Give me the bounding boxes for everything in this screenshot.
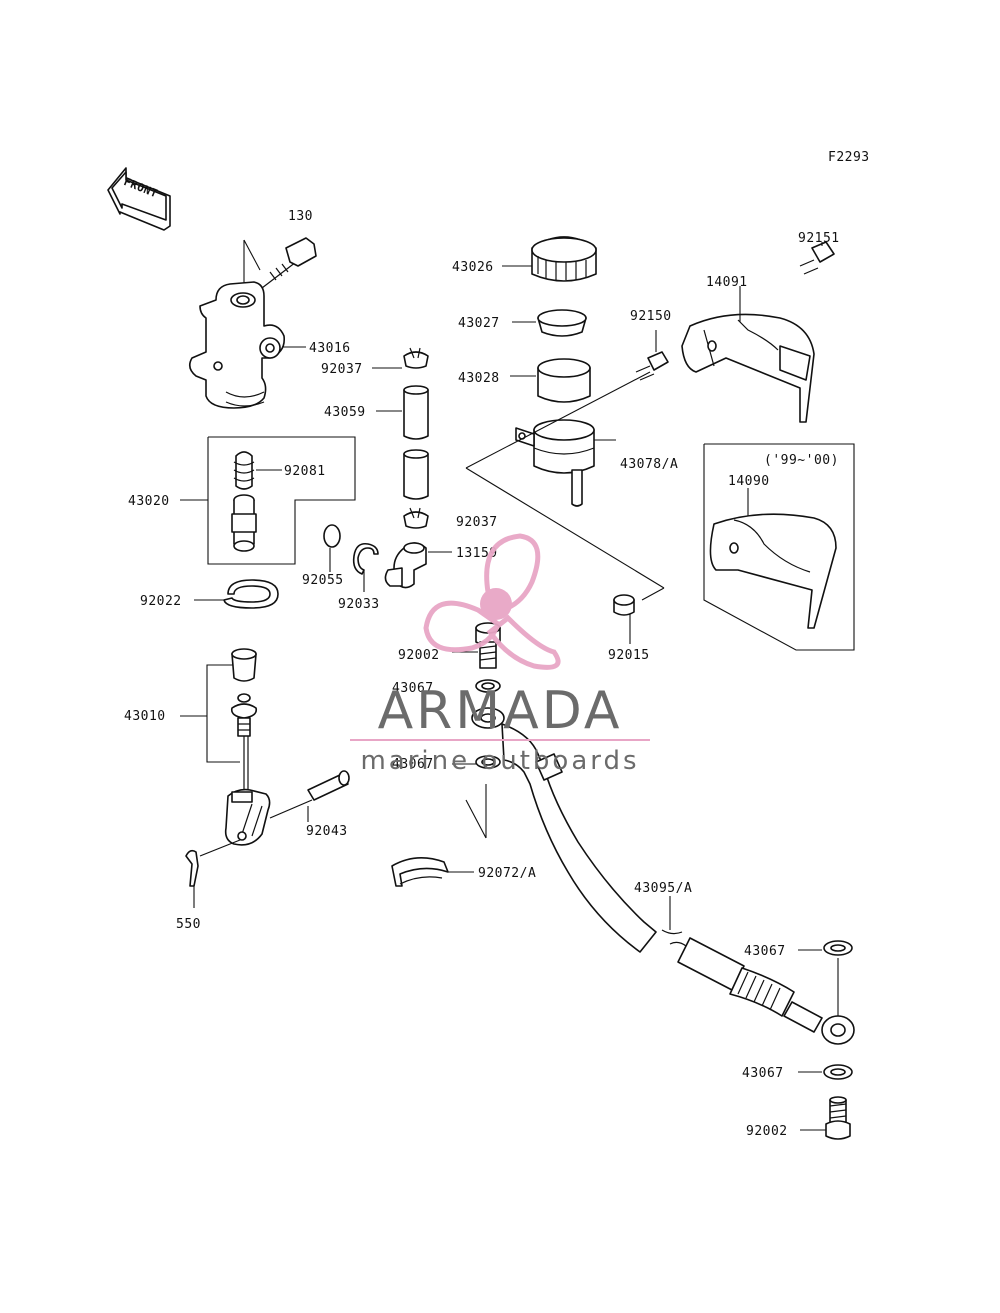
- cover-14091-part: [681, 286, 815, 423]
- callout-130: 130: [288, 209, 313, 224]
- callout-43026: 43026: [452, 260, 494, 275]
- push-rod-assembly-part: [180, 648, 271, 846]
- washer-43067-b-part: [452, 755, 501, 769]
- washer-43067-a-part: [475, 679, 501, 693]
- lower-banjo-part: [821, 1015, 855, 1045]
- spring-92081-part: [233, 451, 282, 490]
- cover-14090-part: [709, 488, 837, 629]
- hose-43095a-part: [501, 723, 823, 1033]
- callout-43027: 43027: [458, 316, 500, 331]
- diaphragm-43027-part: [512, 309, 587, 337]
- fitting-13159-part: [384, 542, 452, 589]
- callout-92043: 92043: [306, 824, 348, 839]
- circlip-92033-part: [352, 542, 379, 592]
- callout-92072a: 92072/A: [478, 866, 536, 881]
- callout-14091: 14091: [706, 275, 748, 290]
- callout-550: 550: [176, 917, 201, 932]
- cover-variant-frame: [703, 443, 855, 651]
- snap-ring-92022-part: [194, 579, 279, 609]
- callout-43067-b: 43067: [392, 757, 434, 772]
- clamp-92072a-part: [391, 784, 487, 887]
- callout-43095a: 43095/A: [634, 881, 692, 896]
- banjo-fitting-part: [471, 707, 505, 729]
- callout-43067-d: 43067: [742, 1066, 784, 1081]
- callout-92150: 92150: [630, 309, 672, 324]
- reservoir-cap-43026-part: [502, 236, 597, 282]
- banjo-bolt-92002-lower-part: [800, 1096, 851, 1140]
- callout-43067-c: 43067: [744, 944, 786, 959]
- callout-43078a: 43078/A: [620, 457, 678, 472]
- callout-43059: 43059: [324, 405, 366, 420]
- callout-13159: 13159: [456, 546, 498, 561]
- piston-kit-43020-bracket: [180, 436, 356, 565]
- callout-92002-upper: 92002: [398, 648, 440, 663]
- callout-43010: 43010: [124, 709, 166, 724]
- bolt-92150-part: [465, 330, 669, 601]
- bolt-130-part: [261, 237, 317, 289]
- callout-92151: 92151: [798, 231, 840, 246]
- front-arrow-icon: FRONT: [107, 167, 171, 231]
- years-note: ('99~'00): [764, 453, 839, 468]
- hose-43059-part: [376, 385, 429, 500]
- callout-43067-a: 43067: [392, 681, 434, 696]
- callout-92015: 92015: [608, 648, 650, 663]
- callout-43028: 43028: [458, 371, 500, 386]
- callout-92037-lower: 92037: [456, 515, 498, 530]
- figure-code: F2293: [828, 150, 870, 165]
- reservoir-43078-part: [515, 419, 616, 507]
- callout-43020: 43020: [128, 494, 170, 509]
- watermark-tagline: marine outboards: [360, 746, 639, 776]
- clamp-92037-lower-part: [403, 507, 429, 529]
- callout-92022: 92022: [140, 594, 182, 609]
- callout-92055: 92055: [302, 573, 344, 588]
- callout-14090: 14090: [728, 474, 770, 489]
- bolt-92151-part: [799, 241, 835, 275]
- washer-43067-c-part: [798, 940, 853, 1016]
- callout-92081: 92081: [284, 464, 326, 479]
- plate-43028-part: [510, 358, 591, 403]
- callout-92037-upper: 92037: [321, 362, 363, 377]
- callout-92002-lower: 92002: [746, 1124, 788, 1139]
- washer-43067-d-part: [798, 1064, 853, 1080]
- cotter-pin-550-part: [185, 839, 241, 908]
- watermark-brand: ARMADA: [378, 681, 623, 741]
- callout-92033: 92033: [338, 597, 380, 612]
- o-ring-92055-part: [323, 524, 341, 572]
- master-cylinder-body-part: [188, 237, 317, 409]
- clamp-92037-upper-part: [372, 347, 429, 369]
- piston-part: [231, 494, 257, 552]
- armada-logo-icon: [423, 533, 561, 670]
- nut-92015-part: [613, 594, 635, 644]
- pin-92043-part: [269, 770, 350, 822]
- callout-43016: 43016: [309, 341, 351, 356]
